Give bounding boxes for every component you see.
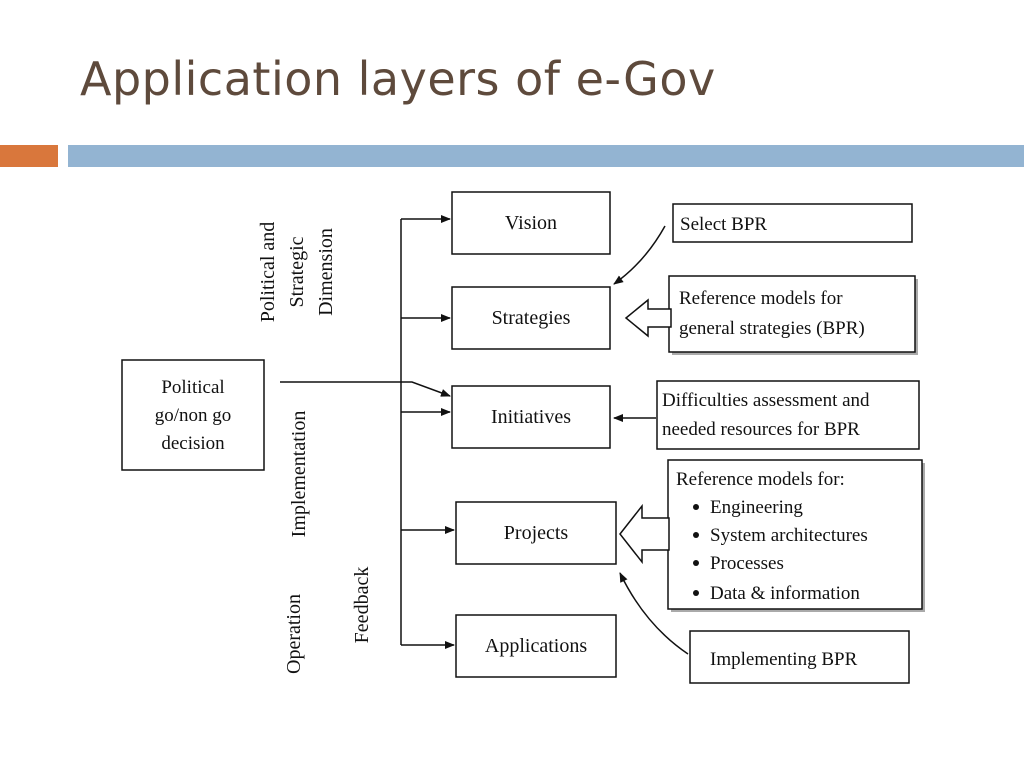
svg-text:Implementing BPR: Implementing BPR [710,649,858,670]
layer-box-projects: Projects [455,501,617,565]
svg-text:Reference models for:: Reference models for: [676,469,845,490]
callout-reference-projects: Reference models for: Engineering System… [619,459,925,612]
svg-text:Strategies: Strategies [492,307,571,329]
svg-text:Data & information: Data & information [710,583,860,604]
svg-text:general strategies (BPR): general strategies (BPR) [679,318,865,339]
political-strategic-dimension-label: Political and Strategic Dimension [257,222,337,323]
implementing-bpr-arrow [619,572,689,655]
svg-text:Dimension: Dimension [315,228,337,316]
svg-text:Processes: Processes [710,553,784,574]
title-divider-bar [68,145,1024,167]
layer-box-strategies: Strategies [451,286,611,350]
svg-text:Political and: Political and [257,222,279,323]
svg-text:Vision: Vision [505,212,557,234]
title-accent-bar [0,145,58,167]
decision-box: Political go/non go decision [121,359,265,471]
feedback-label: Feedback [351,567,373,644]
svg-text:Reference models for: Reference models for [679,288,843,309]
slide-title: Application layers of e-Gov [80,52,716,106]
svg-text:System architectures: System architectures [710,525,868,546]
svg-text:go/non go: go/non go [155,405,232,426]
operation-label: Operation [283,594,305,674]
svg-text:Political: Political [161,377,224,398]
callout-reference-strategies: Reference models for general strategies … [624,275,918,355]
reference-projects-list: Engineering System architectures Process… [693,497,868,604]
svg-text:Applications: Applications [485,635,587,657]
callout-select-bpr: Select BPR [672,203,913,243]
callout-difficulties: Difficulties assessment and needed resou… [656,380,920,450]
svg-text:Engineering: Engineering [710,497,803,518]
svg-text:needed resources for BPR: needed resources for BPR [662,419,860,440]
svg-text:Strategic: Strategic [286,236,308,307]
svg-text:Projects: Projects [504,522,569,544]
layer-box-applications: Applications [455,614,617,678]
svg-text:decision: decision [161,433,225,454]
svg-text:Initiatives: Initiatives [491,406,571,428]
connector-lines [280,215,455,649]
select-bpr-arrow [613,225,666,285]
implementation-label: Implementation [288,411,310,538]
svg-text:Difficulties assessment and: Difficulties assessment and [662,390,870,411]
layer-box-initiatives: Initiatives [451,385,611,449]
svg-text:Select BPR: Select BPR [680,214,767,235]
callout-implementing-bpr: Implementing BPR [689,630,910,684]
layer-box-vision: Vision [451,191,611,255]
